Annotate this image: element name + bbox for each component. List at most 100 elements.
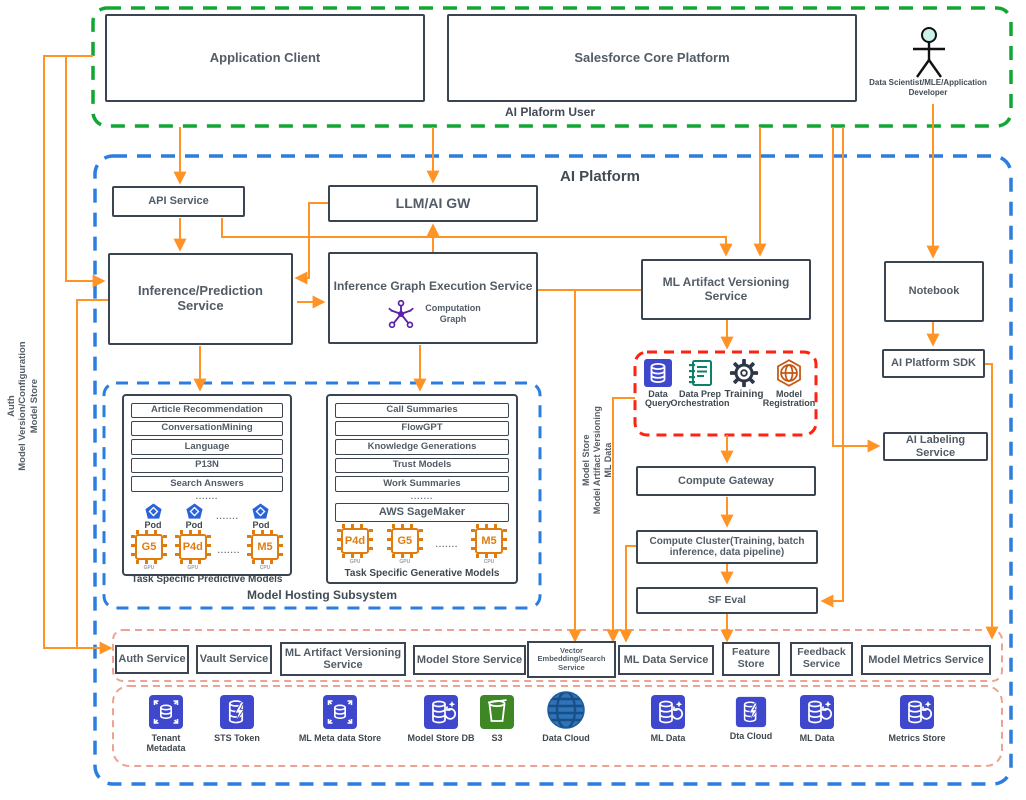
datastore-label: ML Meta data Store (298, 733, 382, 743)
ellipsis: ....... (435, 539, 459, 549)
person-icon (913, 27, 945, 78)
application-client-box: Application Client (105, 14, 425, 102)
instance-chip-g5: G5 GPU (386, 524, 424, 565)
db-refresh-icon (424, 695, 458, 729)
service-label: Model Store Service (416, 653, 523, 666)
model-registration-label: Model Registration (762, 389, 816, 409)
rail-mid-ml-data: ML Data (602, 442, 613, 478)
db-refresh-icon (900, 695, 934, 729)
llm-ai-gw-box: LLM/AI GW (328, 185, 538, 222)
datastore-label: S3 (491, 733, 503, 743)
wire-api-to-mlavs (221, 218, 733, 257)
generative-models-box: Call Summaries FlowGPT Knowledge Generat… (326, 394, 518, 584)
pod-label: Pod (252, 520, 270, 531)
service-label: Auth Service (118, 653, 186, 666)
wire-modelstore-rail (76, 299, 108, 648)
pod-item: Pod (175, 503, 213, 530)
ellipsis: ....... (195, 492, 219, 502)
rail-mid-artifact: Model Artifact Versioning (591, 406, 602, 515)
wire-llmgw-to-inference (294, 202, 328, 285)
db-scale-icon (149, 695, 183, 729)
chip-type: CPU (259, 565, 271, 572)
model-row: ConversationMining (131, 420, 283, 437)
chip-name: P4d (178, 534, 207, 561)
api-service-box: API Service (112, 186, 245, 217)
model-registration-item: Model Registration (763, 358, 815, 409)
chip-type: GPU (399, 559, 411, 566)
pod-label: Pod (185, 520, 203, 531)
platform-zone-title: AI Platform (560, 168, 641, 185)
rail-mid-model-store: Model Store (580, 434, 591, 486)
model-hosting-border (102, 381, 542, 610)
datastore-dta-cloud: Dta Cloud (717, 696, 785, 741)
ml-artifact-versioning-label: ML Artifact Versioning Service (662, 274, 790, 303)
data-query-label: Data Query (644, 389, 671, 409)
inference-graph-box: Inference Graph Execution Service Comput… (328, 252, 538, 344)
compute-cluster-label: Compute Cluster(Training, batch inferenc… (649, 535, 805, 559)
chip-name: M5 (251, 534, 279, 561)
model-row: Work Summaries (335, 476, 509, 492)
chip-type: GPU (143, 565, 155, 572)
data-prep-item: Data Prep Orchestration (671, 358, 730, 409)
service-label: Vector Embedding/Search Service (537, 646, 606, 672)
wire-artifact-mid-rail (606, 397, 635, 643)
datastore-label: Dta Cloud (729, 731, 773, 741)
model-row: Language (131, 439, 283, 455)
user-zone-border (91, 6, 1013, 128)
service-label: Vault Service (199, 653, 269, 666)
service-auth: Auth Service (115, 645, 189, 674)
training-pipeline-border (633, 350, 818, 437)
rail-model-version: Model Version/Configuration (17, 341, 29, 471)
predictive-models-box: Article Recommendation ConversationMinin… (122, 394, 292, 585)
service-feedback: Feedback Service (790, 642, 853, 676)
compute-gateway-box: Compute Gateway (636, 466, 816, 496)
datastores-group-border (112, 685, 1003, 767)
db-refresh-icon (800, 695, 834, 729)
model-row: Article Recommendation (131, 402, 283, 418)
ellipsis: ....... (216, 511, 239, 521)
api-service-label: API Service (148, 195, 209, 208)
service-label: Feedback Service (797, 646, 846, 670)
sf-eval-label: SF Eval (708, 594, 746, 607)
training-item: Training (724, 358, 764, 401)
model-row: P13N (131, 457, 283, 474)
llm-ai-gw-label: LLM/AI GW (395, 195, 471, 212)
pod-item: Pod (242, 503, 280, 530)
wire-sdk-down (985, 363, 999, 640)
db-refresh-icon (651, 695, 685, 729)
compute-gateway-label: Compute Gateway (678, 474, 774, 487)
datastore-label: STS Token (214, 733, 260, 743)
service-vault: Vault Service (196, 645, 272, 674)
s3-bucket-icon (480, 695, 514, 729)
left-rail-labels: Auth Model Version/Configuration Model S… (6, 320, 40, 492)
datastore-data-cloud: Data Cloud (531, 690, 601, 743)
instance-chip-g5: G5 GPU (130, 530, 168, 571)
gear-icon (729, 358, 759, 388)
inference-prediction-box: Inference/Prediction Service (108, 253, 293, 345)
salesforce-core-label: Salesforce Core Platform (574, 49, 730, 65)
service-model-store: Model Store Service (413, 645, 526, 675)
instance-chip-p4d: P4d GPU (336, 524, 374, 565)
inference-graph-label: Inference Graph Execution Service (333, 279, 533, 293)
instance-chip-p4d: P4d GPU (174, 530, 212, 571)
computation-graph-icon (388, 299, 414, 328)
datastore-metrics-store: Metrics Store (882, 694, 952, 743)
application-client-label: Application Client (209, 49, 321, 65)
notebook-label: Notebook (908, 285, 960, 298)
person-role-label: Data Scientist/MLE/Application Developer (869, 78, 987, 98)
chip-name: G5 (390, 528, 419, 555)
ai-platform-sdk-box: AI Platform SDK (882, 349, 985, 378)
model-row: Knowledge Generations (335, 439, 509, 455)
ai-labeling-label: AI Labeling Service (905, 433, 966, 459)
training-label: Training (724, 389, 764, 400)
pod-label: Pod (144, 520, 162, 531)
user-zone-title: AI Plaform User (504, 105, 596, 119)
db-bolt-icon (735, 696, 767, 728)
pod-icon (186, 503, 203, 519)
service-feature-store: Feature Store (722, 642, 780, 676)
rail-model-store: Model Store (28, 378, 40, 434)
inference-prediction-label: Inference/Prediction Service (138, 283, 263, 313)
chip-type: CPU (483, 559, 495, 566)
